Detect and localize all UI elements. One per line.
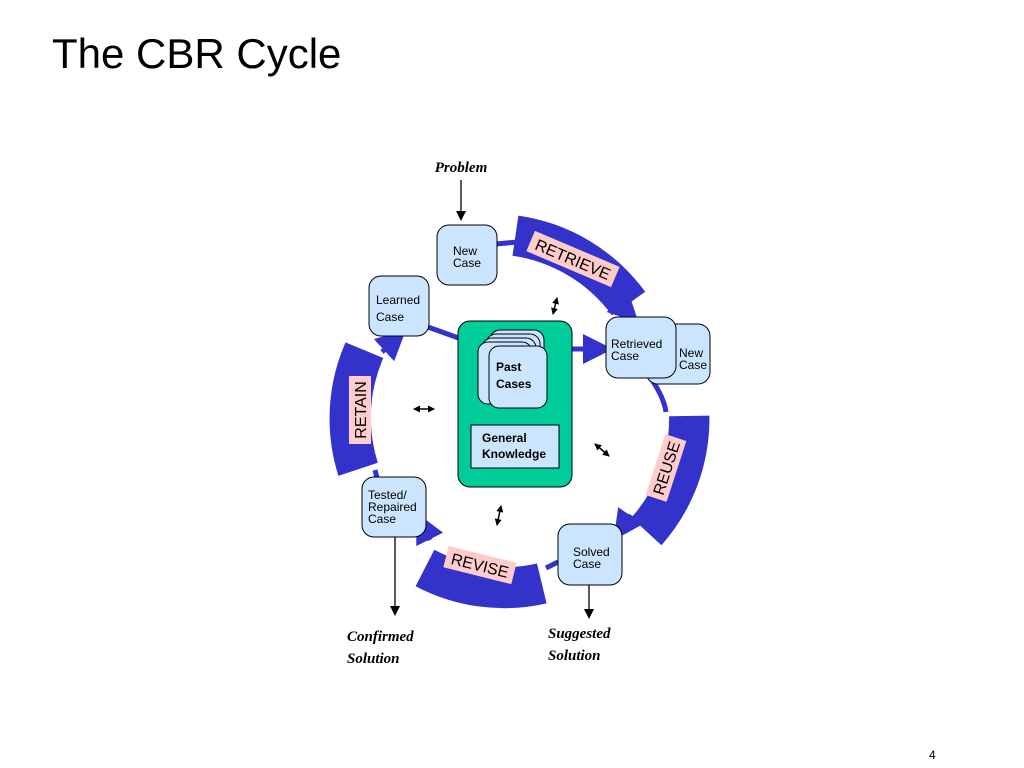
svg-text:General: General xyxy=(482,431,527,445)
arrow-retain-to-learned xyxy=(373,329,407,362)
retain-label: RETAIN xyxy=(349,376,371,444)
svg-text:Cases: Cases xyxy=(496,377,532,391)
suggested-solution-label: Suggested xyxy=(548,626,611,642)
tested-repaired-case-box: Tested/ Repaired Case xyxy=(361,476,427,538)
arrow-solved-to-revise xyxy=(544,559,560,571)
svg-text:Retrieved: Retrieved xyxy=(611,337,662,351)
past-cases-label: Past xyxy=(496,360,521,374)
svg-text:Case: Case xyxy=(573,557,601,571)
retrieved-case-box: Retrieved Case xyxy=(605,316,677,379)
double-arrow-icon xyxy=(494,505,504,526)
past-cases-box xyxy=(488,345,548,409)
learned-case-box: Learned Case xyxy=(368,275,430,337)
svg-text:Case: Case xyxy=(376,310,404,324)
svg-text:Repaired: Repaired xyxy=(368,500,417,514)
double-arrow-icon xyxy=(594,443,610,457)
svg-text:Case: Case xyxy=(453,256,481,270)
arrow-new-to-retrieve xyxy=(495,239,519,247)
svg-text:New: New xyxy=(453,244,477,258)
svg-text:Learned: Learned xyxy=(376,293,420,307)
svg-text:Knowledge: Knowledge xyxy=(482,447,546,461)
general-knowledge-box xyxy=(470,424,560,469)
svg-text:Solved: Solved xyxy=(573,545,610,559)
svg-text:Case: Case xyxy=(368,512,396,526)
svg-text:RETAIN: RETAIN xyxy=(353,381,370,438)
problem-label: Problem xyxy=(435,160,488,176)
solved-case-box: Solved Case xyxy=(557,523,623,586)
confirmed-solution-label: Confirmed xyxy=(347,629,414,645)
svg-text:Solution: Solution xyxy=(548,648,601,664)
page-number: 4 xyxy=(929,748,936,762)
arrow-reuse-to-solved xyxy=(613,507,643,541)
knowledge-base: Past Cases General Knowledge xyxy=(457,320,573,488)
svg-text:New: New xyxy=(679,346,703,360)
slide-title: The CBR Cycle xyxy=(52,30,342,77)
svg-text:Tested/: Tested/ xyxy=(368,488,407,502)
svg-text:Solution: Solution xyxy=(347,651,400,667)
double-arrow-icon xyxy=(551,297,559,315)
new-case-box: New Case xyxy=(436,224,498,286)
svg-text:Case: Case xyxy=(611,349,639,363)
svg-text:Case: Case xyxy=(679,358,707,372)
arrow-retrieve-to-retrieved xyxy=(606,290,639,323)
arrow-retrieved-to-reuse xyxy=(649,378,669,413)
